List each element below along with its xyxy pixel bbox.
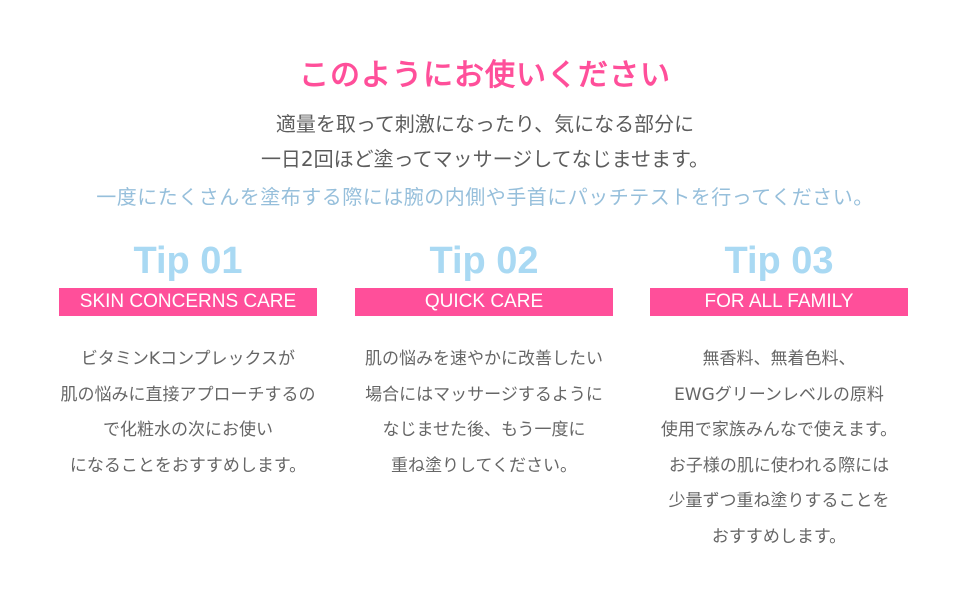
tip-text-line: で化粧水の次にお使い (103, 420, 273, 440)
patch-test-note: 一度にたくさんを塗布する際には腕の内側や手首にパッチテストを行ってください。 (96, 185, 874, 209)
tip-heading: Tip 03 (724, 240, 834, 282)
tip-text-line: お子様の肌に使われる際には (668, 455, 890, 476)
tip-text-line: 使用で家族みんなで使えます。 (660, 420, 898, 440)
tip-03: Tip 03 FOR ALL FAMILY 無香料、無着色料、 EWGグリーンレ… (650, 238, 908, 555)
tip-label-badge: QUICK CARE (355, 288, 613, 316)
tip-text-line: 少量ずつ重ね塗りすることを (668, 491, 890, 511)
intro-line-2: 一日2回ほど塗ってマッサージしてなじませます。 (260, 147, 710, 171)
tip-label-badge: FOR ALL FAMILY (650, 288, 908, 316)
tip-text-line: 肌の悩みに直接アプローチするの (60, 384, 316, 405)
tip-text-line: 場合にはマッサージするように (365, 384, 603, 405)
tip-description: ビタミンKコンプレックスが 肌の悩みに直接アプローチするの で化粧水の次にお使い… (45, 342, 331, 484)
tip-text-line: おすすめします。 (711, 526, 847, 547)
tip-text-line: 無香料、無着色料、 (702, 349, 856, 369)
tip-heading: Tip 01 (133, 240, 243, 282)
tip-heading: Tip 02 (429, 240, 539, 282)
tip-text-line: EWGグリーンレベルの原料 (674, 384, 884, 405)
tip-02: Tip 02 QUICK CARE 肌の悩みを速やかに改善したい 場合にはマッサ… (355, 238, 613, 484)
intro-line-1: 適量を取って刺激になったり、気になる部分に (275, 112, 695, 136)
tip-description: 肌の悩みを速やかに改善したい 場合にはマッサージするように なじませた後、もう一… (341, 342, 627, 484)
tip-01: Tip 01 SKIN CONCERNS CARE ビタミンKコンプレックスが … (59, 238, 317, 484)
tip-text-line: になることをおすすめします。 (69, 455, 307, 476)
tip-text-line: 重ね塗りしてください。 (391, 455, 577, 476)
tip-text-line: なじませた後、もう一度に (382, 420, 586, 440)
tip-text-line: 肌の悩みを速やかに改善したい (365, 349, 603, 369)
section-title: このようにお使いください (299, 58, 671, 93)
tip-description: 無香料、無着色料、 EWGグリーンレベルの原料 使用で家族みんなで使えます。 お… (638, 342, 920, 555)
tip-label-badge: SKIN CONCERNS CARE (59, 288, 317, 316)
tip-text-line: ビタミンKコンプレックスが (80, 349, 296, 369)
